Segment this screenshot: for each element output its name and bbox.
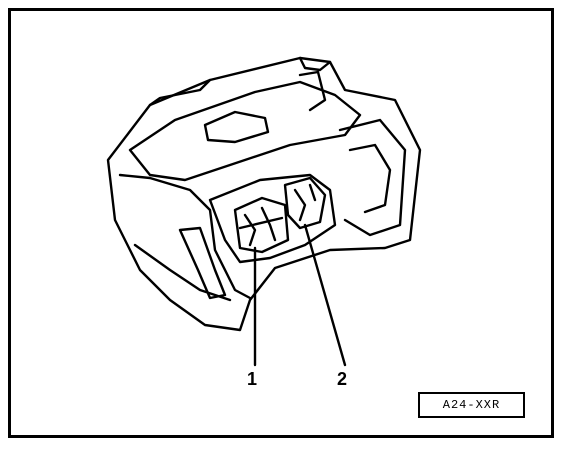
central-cavity	[208, 173, 337, 264]
top-tab-right	[298, 56, 332, 72]
reference-code: A24-XXR	[418, 392, 525, 418]
housing-outline	[106, 56, 422, 332]
connector-2	[283, 176, 327, 230]
callout-1: 1	[247, 369, 258, 389]
right-side	[338, 118, 407, 237]
connector-1	[233, 196, 290, 254]
callout-2: 2	[337, 369, 348, 389]
figure-frame	[8, 8, 554, 438]
front-lower	[133, 243, 232, 302]
top-plate	[128, 80, 362, 182]
top-tab-inner	[203, 110, 270, 144]
leader-line-2	[303, 223, 347, 367]
left-slot	[178, 226, 227, 300]
front-face	[118, 173, 252, 300]
top-tab-left	[148, 78, 212, 107]
